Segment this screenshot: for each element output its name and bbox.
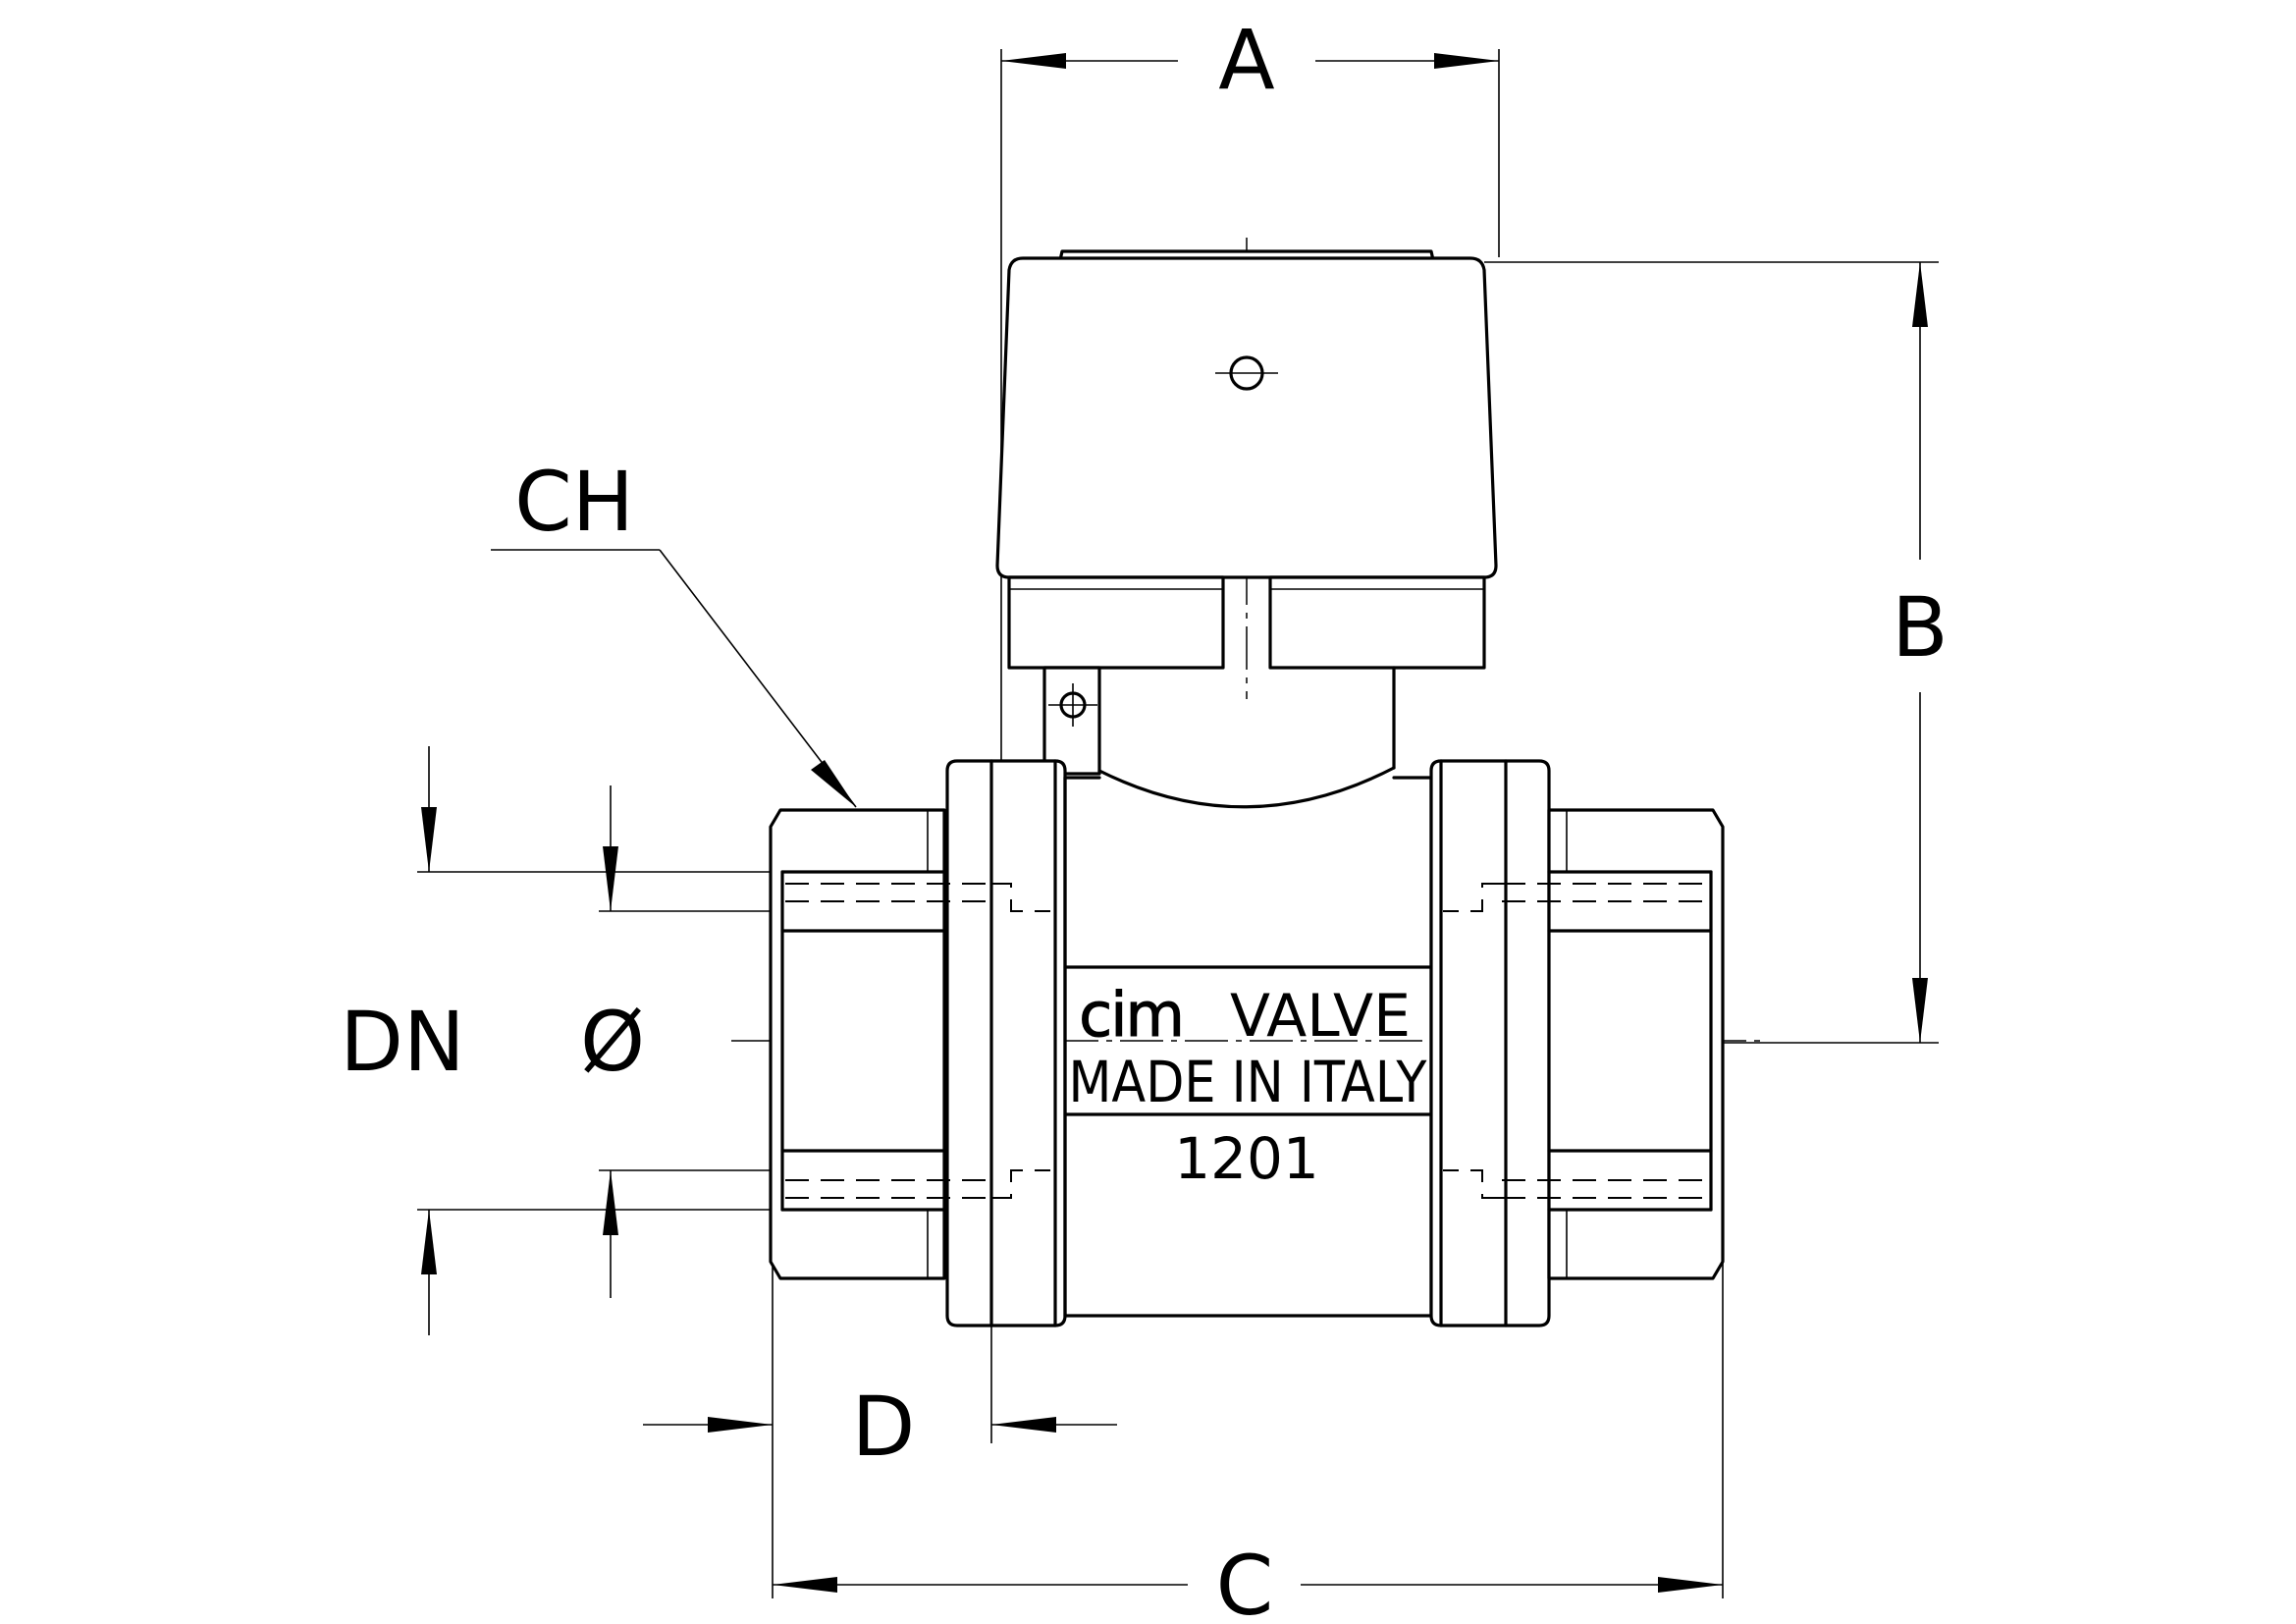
marking-model: 1201 xyxy=(1174,1125,1319,1192)
dimension-ch: CH xyxy=(491,454,857,808)
indicator-icon xyxy=(1215,355,1278,391)
dimension-c-label: C xyxy=(1216,1538,1274,1624)
left-union-nut xyxy=(945,759,1067,1327)
marking-brand: VALVE xyxy=(1230,982,1411,1051)
dimension-dn: DN xyxy=(340,746,991,1335)
marking-origin: MADE IN ITALY xyxy=(1069,1049,1427,1115)
right-end-connector xyxy=(1547,808,1725,1280)
valve-neck xyxy=(1042,666,1396,809)
actuator xyxy=(995,249,1498,670)
pin-icon xyxy=(1048,683,1097,727)
right-union-nut xyxy=(1429,759,1551,1327)
left-end-connector xyxy=(769,808,946,1280)
dimension-b: B xyxy=(1484,261,1949,1044)
dimension-diameter-label: Ø xyxy=(580,994,645,1090)
marking-logo: cim xyxy=(1079,979,1183,1051)
dimension-b-label: B xyxy=(1892,579,1949,676)
dimension-d: D xyxy=(643,1262,1117,1475)
dimension-d-label: D xyxy=(852,1379,916,1475)
dimension-dn-label: DN xyxy=(340,994,465,1090)
dimension-a-label: A xyxy=(1218,12,1274,108)
dimension-ch-label: CH xyxy=(514,454,634,550)
dimension-a: A xyxy=(1000,12,1500,776)
hidden-bore-lines xyxy=(785,883,1708,1199)
dimension-c: C xyxy=(772,1262,1724,1624)
body-marking: cim VALVE MADE IN ITALY 1201 xyxy=(1069,979,1427,1193)
